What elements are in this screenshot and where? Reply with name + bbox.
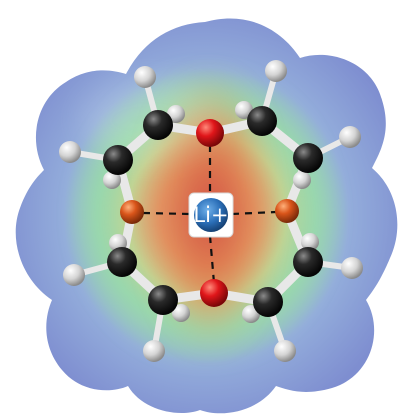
hydrogen-atom (172, 304, 190, 322)
carbon-atom (293, 247, 323, 277)
hydrogen-atom (134, 66, 156, 88)
carbon-atom (107, 247, 137, 277)
lithium-ion-sphere (194, 198, 228, 232)
carbon-atom (253, 287, 283, 317)
carbon-atom (148, 285, 178, 315)
carbon-atom (143, 110, 173, 140)
hydrogen-atom (265, 60, 287, 82)
hydrogen-atom (293, 171, 311, 189)
coordination-line (142, 211, 191, 216)
carbon-atoms (103, 106, 323, 317)
oxygen-atom-top (196, 119, 224, 147)
hydrogen-atom (63, 264, 85, 286)
carbon-atom (247, 106, 277, 136)
hydrogen-atoms (59, 60, 363, 362)
carbon-atom (103, 145, 133, 175)
hydrogen-atom (274, 340, 296, 362)
coordination-line (208, 235, 216, 284)
hydrogen-atom (341, 257, 363, 279)
oxygen-atom-right (275, 199, 299, 223)
hydrogen-atom (143, 340, 165, 362)
oxygen-atom-bottom (200, 279, 228, 307)
hydrogen-atom (339, 126, 361, 148)
carbon-atom (293, 143, 323, 173)
hydrogen-atom (59, 141, 81, 163)
oxygen-atom-left (120, 200, 144, 224)
lithium-ion: Li+ (188, 192, 234, 238)
hydrogen-atom (301, 233, 319, 251)
hydrogen-atom (103, 171, 121, 189)
lithium-ion-label: Li+ (193, 203, 228, 227)
oxygen-atoms (120, 119, 299, 307)
coordination-lines (142, 145, 277, 284)
